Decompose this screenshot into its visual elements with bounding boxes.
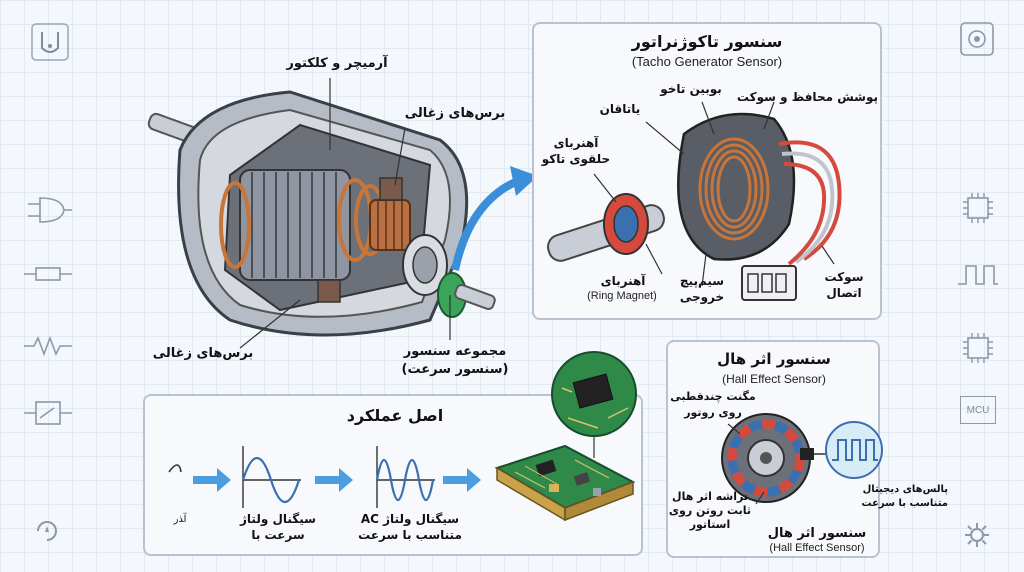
refresh-icon xyxy=(37,521,57,541)
principle-panel: اصل عملکرد ﺁﺬﺭ سیگنال ولتاژ سرعت با سیگن… xyxy=(143,394,643,556)
mcu-chip-icon: MCU xyxy=(960,396,996,424)
chip-icon-2 xyxy=(963,333,993,363)
hall-bottom-title: سنسور اثر هال xyxy=(767,526,867,541)
principle-title: اصل عملکرد xyxy=(346,406,444,425)
chip-icon xyxy=(963,193,993,223)
flow-arrow-2 xyxy=(315,468,353,492)
step3-sine-wave xyxy=(375,458,435,502)
digital-pulse-wave xyxy=(832,439,878,461)
tacho-coil-label: بوبین تاخو xyxy=(660,82,722,96)
step2-label-2: سرعت با xyxy=(251,528,305,542)
hall-magnet-label-2: روی روتور xyxy=(684,406,742,419)
switch-icon xyxy=(24,401,72,425)
principle-flow xyxy=(168,444,636,522)
brushes-bottom-label: برس‌های زغالی xyxy=(152,346,254,361)
hall-bottom-subtitle: (Hall Effect Sensor) xyxy=(769,542,865,554)
tacho-ring-magnet-label-2: حلقوی تاکو xyxy=(541,152,611,166)
step3-label-2: متناسب با سرعت xyxy=(358,528,462,542)
tacho-output-wire-label-2: خروجی xyxy=(679,290,725,304)
hall-chip-label-3: استاتور xyxy=(689,518,731,531)
hall-pulses-label-2: متناسب با سرعت xyxy=(861,498,948,509)
gear-icon xyxy=(965,523,989,547)
motor-shaft-right xyxy=(454,283,496,311)
hall-magnet-label-1: مگنت چندقطبی xyxy=(670,390,756,403)
hall-chip-label-2: ثابت روتن روی xyxy=(668,504,752,517)
tacho-ring-magnet-label-1: آهنربای xyxy=(553,136,599,150)
flow-arrow-3 xyxy=(443,468,481,492)
speed-sensor-label-2: (سنسور سرعت) xyxy=(401,362,509,377)
mcu-label: MCU xyxy=(966,404,990,416)
zigzag-resistor-icon xyxy=(24,335,72,357)
armature-label: آرمیچر و کلکتور xyxy=(286,56,388,71)
tacho-cover-label: پوشش محافظ و سوکت xyxy=(736,90,878,104)
tacho-coil xyxy=(698,137,770,241)
tacho-bearing-label: یاتاقان xyxy=(599,102,641,116)
tacho-housing xyxy=(677,112,796,261)
hall-chip xyxy=(800,448,814,460)
tacho-socket-label-2: اتصال xyxy=(826,286,862,300)
step2-label-1: سیگنال ولتاژ xyxy=(240,512,316,526)
chip-zoom-callout xyxy=(551,351,637,458)
speed-sensor-label-1: مجموعه سنسور xyxy=(403,344,507,359)
tacho-socket-label-1: سوکت xyxy=(824,270,864,284)
resistor-icon xyxy=(24,267,72,281)
tacho-panel: سنسور تاکوژنراتور (Tacho Generator Senso… xyxy=(532,22,882,320)
speaker-icon xyxy=(960,22,994,56)
dc-motor-illustration xyxy=(147,90,496,337)
tacho-socket xyxy=(741,265,797,301)
multipole-magnet-rotor xyxy=(721,413,811,503)
carbon-brush-bottom xyxy=(317,279,341,303)
hall-illustration xyxy=(721,413,828,505)
pulse-wave-icon xyxy=(958,265,998,285)
hall-chip-label-1: تراشه اثر هال xyxy=(672,490,748,503)
tacho-wires xyxy=(778,140,842,266)
tacho-subtitle: (Tacho Generator Sensor) xyxy=(631,54,783,69)
hall-pulses-label-1: پالس‌های دیجیتال xyxy=(862,484,948,495)
brushes-top-label: برس‌های زغالی xyxy=(404,106,506,121)
digital-pulse-callout xyxy=(825,421,883,479)
step1-label: ﺁﺬﺭ xyxy=(173,514,187,525)
tacho-ring-magnet2-label: آهنربای xyxy=(600,274,646,288)
hall-subtitle: (Hall Effect Sensor) xyxy=(722,372,826,386)
tacho-ring-magnet xyxy=(603,193,649,255)
tacho-title: سنسور تاکوژنراتور xyxy=(631,32,783,51)
flow-arrow-1 xyxy=(193,468,231,492)
step1-curve xyxy=(168,464,182,473)
armature xyxy=(239,169,351,281)
tacho-illustration xyxy=(547,101,842,301)
step2-sine-wave xyxy=(241,457,301,503)
beaker-icon xyxy=(31,23,69,61)
step3-label-1: سیگنال ولتاژ AC xyxy=(360,512,460,526)
logic-gate-icon xyxy=(28,197,72,223)
tacho-output-wire-label-1: سیم‌پیچ xyxy=(679,274,725,288)
tacho-ring-magnet2-en: (Ring Magnet) xyxy=(587,290,657,302)
hall-title: سنسور اثر هال xyxy=(717,350,831,368)
carbon-brush-top xyxy=(379,177,403,201)
pcb-board xyxy=(494,444,636,522)
